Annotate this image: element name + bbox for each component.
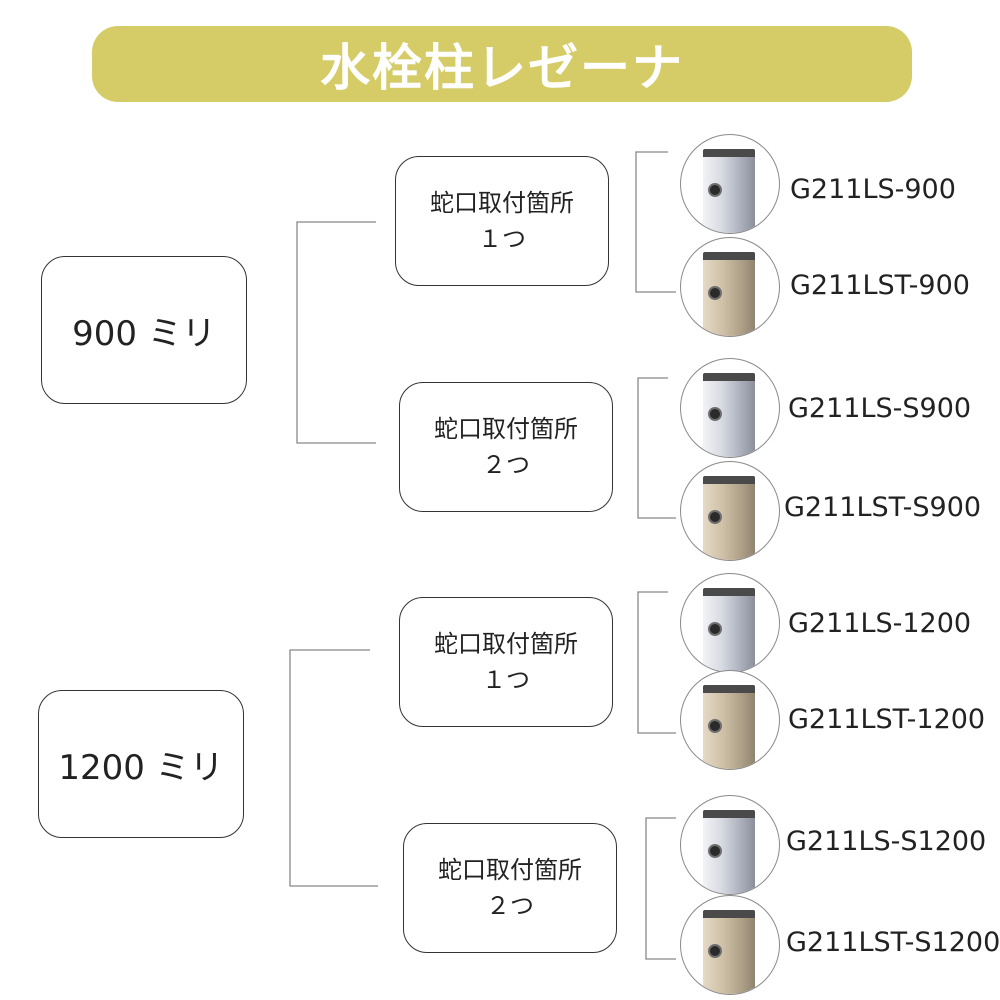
faucet-box-1200-single: 蛇口取付箇所 １つ [399, 597, 613, 727]
bronze-post-image [680, 895, 780, 995]
page-title: 水栓柱レゼーナ [320, 39, 684, 97]
connector-1200-bracket [289, 649, 378, 887]
silver-post-image [680, 573, 780, 673]
faucet-box-900-double: 蛇口取付箇所 ２つ [399, 382, 613, 512]
product-code: G211LS-900 [790, 174, 956, 205]
connector-900-bracket [296, 221, 376, 444]
product-code: G211LST-S900 [784, 492, 982, 523]
faucet-label-line2: １つ [482, 666, 530, 694]
faucet-label-line1: 蛇口取付箇所 [438, 856, 582, 884]
product-code: G211LST-1200 [788, 704, 986, 735]
connector-900-opt1-bracket [635, 151, 676, 293]
size-label: 1200 ミリ [58, 747, 224, 788]
product-code: G211LS-1200 [788, 608, 972, 639]
faucet-label-line1: 蛇口取付箇所 [434, 630, 578, 658]
faucet-label-line1: 蛇口取付箇所 [434, 415, 578, 443]
size-label: 900 ミリ [72, 313, 216, 354]
product-code: G211LS-S1200 [786, 826, 987, 857]
faucet-label-line2: １つ [478, 225, 526, 253]
connector-900-opt2-bracket [637, 377, 676, 519]
faucet-label-line2: ２つ [482, 451, 530, 479]
faucet-label-line2: ２つ [486, 892, 534, 920]
faucet-box-900-single: 蛇口取付箇所 １つ [395, 156, 609, 286]
silver-post-image [680, 358, 780, 458]
size-box-1200: 1200 ミリ [38, 690, 244, 838]
size-box-900: 900 ミリ [41, 256, 247, 404]
product-code: G211LST-S1200 [786, 927, 1000, 958]
title-banner: 水栓柱レゼーナ [92, 26, 912, 102]
product-code: G211LST-900 [790, 270, 970, 301]
faucet-label-line1: 蛇口取付箇所 [430, 189, 574, 217]
connector-1200-opt2-bracket [645, 817, 676, 960]
bronze-post-image [680, 237, 780, 337]
connector-1200-opt1-bracket [637, 591, 676, 734]
silver-post-image [680, 795, 780, 895]
bronze-post-image [680, 461, 780, 561]
product-code: G211LS-S900 [788, 393, 972, 424]
silver-post-image [680, 134, 780, 234]
bronze-post-image [680, 670, 780, 770]
faucet-box-1200-double: 蛇口取付箇所 ２つ [403, 823, 617, 953]
